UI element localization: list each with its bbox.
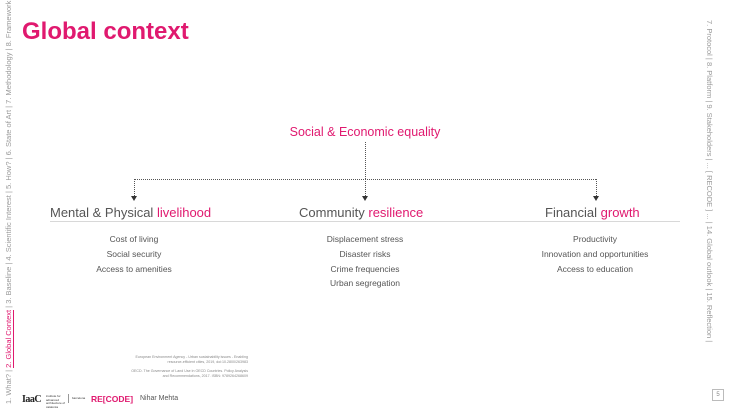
list-item: Urban segregation xyxy=(330,278,400,289)
list-item: Disaster risks xyxy=(339,248,391,259)
column-head-prefix: Financial xyxy=(545,205,601,220)
branch-left-connector xyxy=(134,179,135,196)
section-nav-left[interactable]: 1. What? | 2. Global Context | 3. Baseli… xyxy=(4,0,14,404)
arrow-down-icon xyxy=(593,196,599,201)
column-head-accent: growth xyxy=(600,205,640,220)
arrow-down-icon xyxy=(131,196,137,201)
column-head-growth: Financial growth xyxy=(545,205,640,220)
recode-logo: RE[CODE] xyxy=(91,394,134,404)
partner-logo: barcelona xyxy=(72,396,86,400)
column-head-prefix: Community xyxy=(299,205,369,220)
iaac-logo-caption: institute for advanced architecture of c… xyxy=(46,394,66,409)
list-item: Productivity xyxy=(573,234,617,244)
list-item: Crime frequencies xyxy=(330,263,400,274)
list-livelihood: Cost of living Social security Access to… xyxy=(84,232,184,276)
arrow-down-icon xyxy=(362,196,368,201)
root-connector xyxy=(365,142,366,179)
author-name: Nihar Mehta xyxy=(140,395,179,402)
column-head-accent: livelihood xyxy=(156,205,212,220)
page-title: Global context xyxy=(22,18,189,45)
column-head-resilience: Community resilience xyxy=(299,205,423,220)
heading-divider xyxy=(50,221,680,222)
list-item: Innovation and opportunities xyxy=(541,248,649,259)
branch-right-connector xyxy=(596,179,597,196)
reference-item: European Environment Agency - Urban sust… xyxy=(135,355,248,364)
logo-divider xyxy=(68,394,69,403)
list-resilience: Displacement stress Disaster risks Crime… xyxy=(305,232,425,291)
nav-after[interactable]: | 3. Baseline | 4. Scientific Interest |… xyxy=(4,0,13,310)
references: European Environment Agency - Urban sust… xyxy=(130,355,248,383)
column-head-accent: resilience xyxy=(368,205,424,220)
column-head-livelihood: Mental & Physical livelihood xyxy=(50,205,211,220)
root-node-label: Social & Economic equality xyxy=(289,125,441,139)
branch-center-connector xyxy=(365,179,366,196)
list-item: Cost of living xyxy=(109,234,159,244)
list-item: Social security xyxy=(106,248,162,259)
nav-before[interactable]: 1. What? | xyxy=(4,367,13,404)
iaac-logo: IaaC xyxy=(22,394,42,405)
list-item: Access to amenities xyxy=(96,263,172,274)
nav-active-section[interactable]: 2. Global Context xyxy=(4,309,14,368)
list-item: Access to education xyxy=(556,263,634,274)
section-nav-right[interactable]: 7. Protocol | 8. Platform | 9. Stakehold… xyxy=(705,20,714,343)
list-item: Displacement stress xyxy=(326,234,404,244)
column-head-prefix: Mental & Physical xyxy=(50,205,157,220)
reference-item: OECD. The Governance of Land Use in OECD… xyxy=(131,369,248,378)
list-growth: Productivity Innovation and opportunitie… xyxy=(530,232,660,276)
page-number: 5 xyxy=(712,389,724,401)
